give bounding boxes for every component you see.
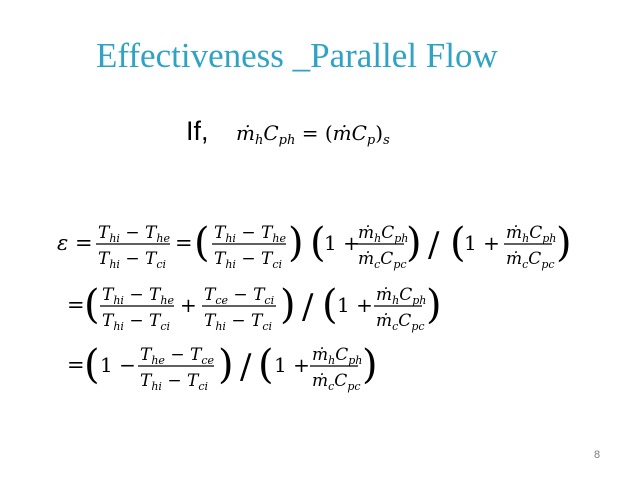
svg-text:1 −: 1 − [100, 353, 136, 377]
svg-text:1 +: 1 + [324, 231, 360, 255]
svg-text:(: ( [322, 282, 338, 328]
svg-text:+: + [180, 293, 197, 317]
svg-text:=: = [67, 293, 85, 317]
page-number: 8 [594, 449, 601, 461]
if-label: If, [186, 116, 209, 146]
svg-text:The − Tce: The − Tce [140, 345, 215, 367]
svg-text:1 +: 1 + [337, 293, 373, 317]
svg-text:Thi − Tci: Thi − Tci [140, 371, 208, 393]
svg-text:=: = [67, 353, 85, 377]
svg-text:=: = [75, 231, 93, 255]
svg-text:ṁhCph: ṁhCph [312, 345, 362, 367]
svg-text:): ) [426, 282, 442, 328]
svg-text:): ) [280, 282, 296, 328]
svg-text:/: / [428, 225, 440, 265]
svg-text:1 +: 1 + [274, 353, 310, 377]
svg-text:): ) [288, 220, 304, 266]
svg-text:(: ( [84, 342, 100, 388]
slide-title: Effectiveness _Parallel Flow [96, 36, 498, 75]
svg-text:): ) [406, 220, 422, 266]
svg-text:(: ( [84, 282, 100, 328]
svg-text:=: = [175, 231, 193, 255]
svg-text:ṁhCph = (ṁCp)s: ṁhCph = (ṁCp)s [236, 121, 390, 148]
svg-text:/: / [240, 347, 252, 387]
svg-text:(: ( [450, 220, 466, 266]
svg-text:1 +: 1 + [464, 231, 500, 255]
svg-text:ṁcCpc: ṁcCpc [312, 371, 361, 393]
svg-text:): ) [218, 342, 234, 388]
svg-text:(: ( [194, 220, 210, 266]
svg-text:): ) [556, 220, 572, 266]
svg-text:/: / [302, 287, 314, 327]
svg-text:(: ( [258, 342, 274, 388]
svg-text:): ) [362, 342, 378, 388]
svg-text:ε: ε [57, 231, 68, 255]
svg-text:(: ( [310, 220, 326, 266]
